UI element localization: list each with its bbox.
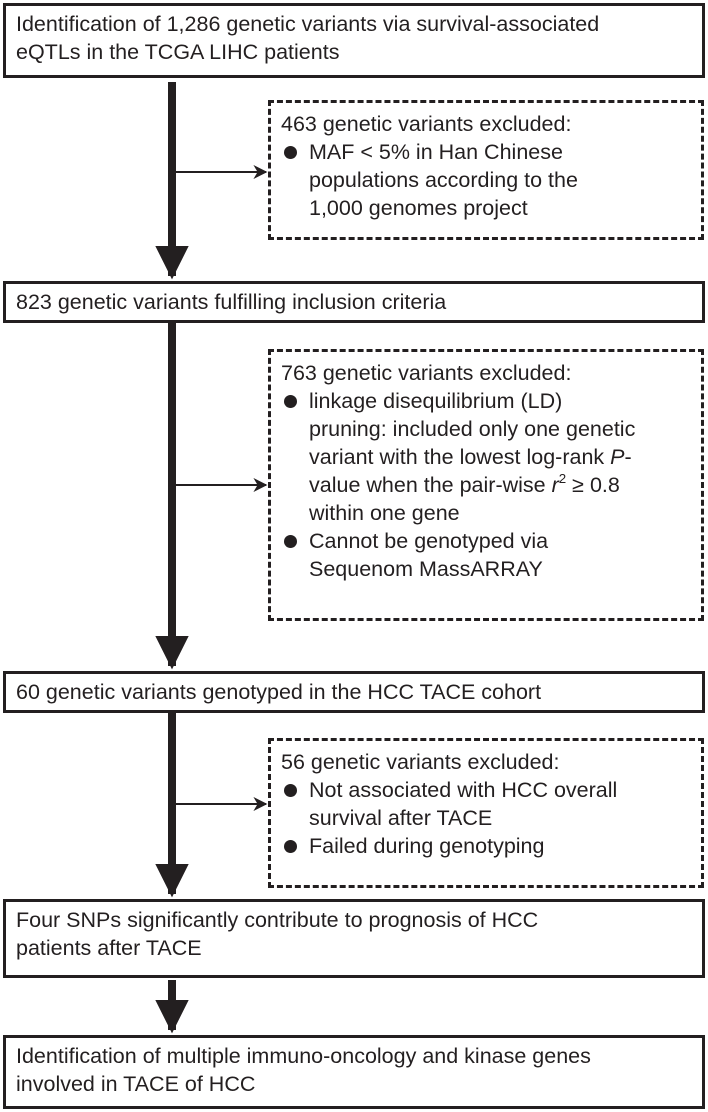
step-box-genes-line-1: Identification of multiple immuno-oncolo… [16, 1044, 591, 1068]
exclusion-maf-line-3: 1,000 genomes project [309, 196, 528, 220]
step-box-snps: Four SNPs significantly contribute to pr… [3, 899, 705, 978]
exclusion-survival-line-1: Not associated with HCC overall [309, 778, 618, 802]
bullet-dot-icon [284, 395, 297, 408]
step-box-genes-line-2: involved in TACE of HCC [16, 1072, 256, 1096]
bullet-dot-icon [284, 840, 297, 853]
exclusion-ld-bullet: linkage disequilibrium (LD) pruning: inc… [281, 387, 691, 527]
exclusion-maf-line-1: MAF < 5% in Han Chinese [309, 140, 563, 164]
exclusion-box-maf-title: 463 genetic variants excluded: [281, 112, 572, 136]
step-box-identification-line-2: eQTLs in the TCGA LIHC patients [16, 40, 340, 64]
exclusion-ld-line-2: pruning: included only one genetic [309, 417, 636, 441]
exclusion-survival-line-2: survival after TACE [309, 806, 493, 830]
step-box-snps-line-2: patients after TACE [16, 936, 202, 960]
exclusion-box-survival-title: 56 genetic variants excluded: [281, 750, 560, 774]
bullet-dot-icon [284, 784, 297, 797]
r-symbol: r [551, 473, 559, 497]
step-box-genes: Identification of multiple immuno-oncolo… [3, 1035, 705, 1109]
step-box-snps-line-1: Four SNPs significantly contribute to pr… [16, 908, 539, 932]
exclusion-ld-line-3: variant with the lowest log-rank P- [309, 443, 691, 471]
exclusion-genotyping-bullet: Cannot be genotyped via Sequenom MassARR… [281, 527, 691, 583]
exclusion-failed-line-1: Failed during genotyping [309, 834, 545, 858]
step-box-inclusion-line-1: 823 genetic variants fulfilling inclusio… [16, 290, 447, 314]
ld-line-4-text: value when the pair-wise [309, 473, 552, 497]
exclusion-genotyping-line-2: Sequenom MassARRAY [309, 557, 543, 581]
step-box-inclusion: 823 genetic variants fulfilling inclusio… [3, 281, 705, 323]
ld-line-3-hyphen: - [624, 445, 632, 469]
exclusion-box-maf: 463 genetic variants excluded: MAF < 5% … [268, 100, 704, 240]
step-box-identification: Identification of 1,286 genetic variants… [3, 3, 705, 78]
p-symbol: P [610, 445, 625, 469]
step-box-genotyped-line-1: 60 genetic variants genotyped in the HCC… [16, 680, 542, 704]
exclusion-genotyping-line-1: Cannot be genotyped via [309, 529, 549, 553]
exclusion-ld-line-1: linkage disequilibrium (LD) [309, 389, 563, 413]
exclusion-box-ld: 763 genetic variants excluded: linkage d… [268, 349, 704, 621]
exclusion-box-ld-title: 763 genetic variants excluded: [281, 361, 572, 385]
exclusion-box-survival: 56 genetic variants excluded: Not associ… [268, 738, 704, 888]
ld-threshold-text: ≥ 0.8 [566, 473, 620, 497]
bullet-dot-icon [284, 535, 297, 548]
exclusion-maf-line-2: populations according to the [309, 168, 578, 192]
step-box-genotyped: 60 genetic variants genotyped in the HCC… [3, 671, 705, 713]
exclusion-ld-line-5: within one gene [309, 501, 460, 525]
exclusion-failed-bullet: Failed during genotyping [281, 832, 691, 860]
r-superscript: 2 [558, 470, 567, 486]
ld-line-3-text: variant with the lowest log-rank [309, 445, 611, 469]
step-box-identification-line-1: Identification of 1,286 genetic variants… [16, 12, 600, 36]
bullet-dot-icon [284, 146, 297, 159]
exclusion-maf-bullet: MAF < 5% in Han Chinese populations acco… [281, 138, 691, 222]
exclusion-ld-line-4: value when the pair-wise r2 ≥ 0.8 [309, 471, 691, 499]
exclusion-survival-bullet: Not associated with HCC overall survival… [281, 776, 691, 832]
